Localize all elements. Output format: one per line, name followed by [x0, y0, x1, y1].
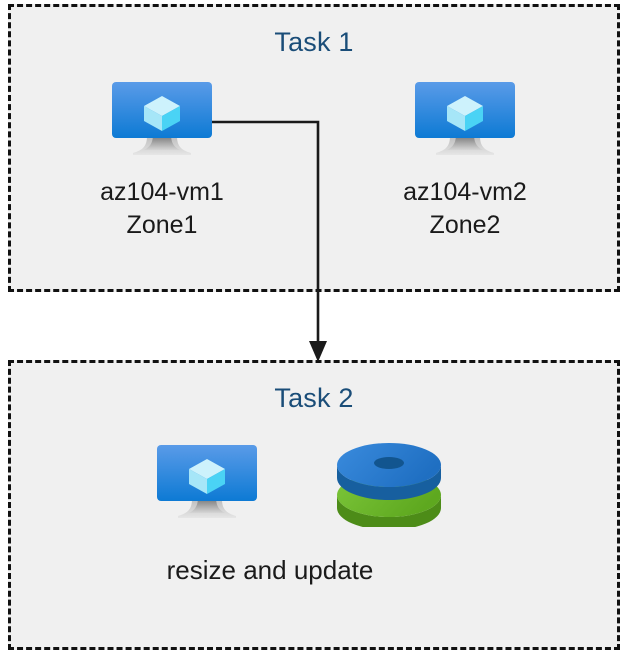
- task-2-caption: resize and update: [166, 555, 374, 585]
- task-2-title: Task 2: [274, 383, 354, 413]
- vm1-label: az104-vm1 Zone1: [100, 178, 224, 239]
- vm2-label: az104-vm2 Zone2: [403, 178, 527, 239]
- azure-virtual-machine-icon: [155, 443, 259, 527]
- arrowhead-icon: [309, 341, 327, 362]
- task-1-title: Task 1: [274, 27, 354, 57]
- azure-managed-disks-icon: [333, 443, 446, 527]
- azure-virtual-machine-icon: [413, 80, 517, 164]
- azure-virtual-machine-icon: [110, 80, 214, 164]
